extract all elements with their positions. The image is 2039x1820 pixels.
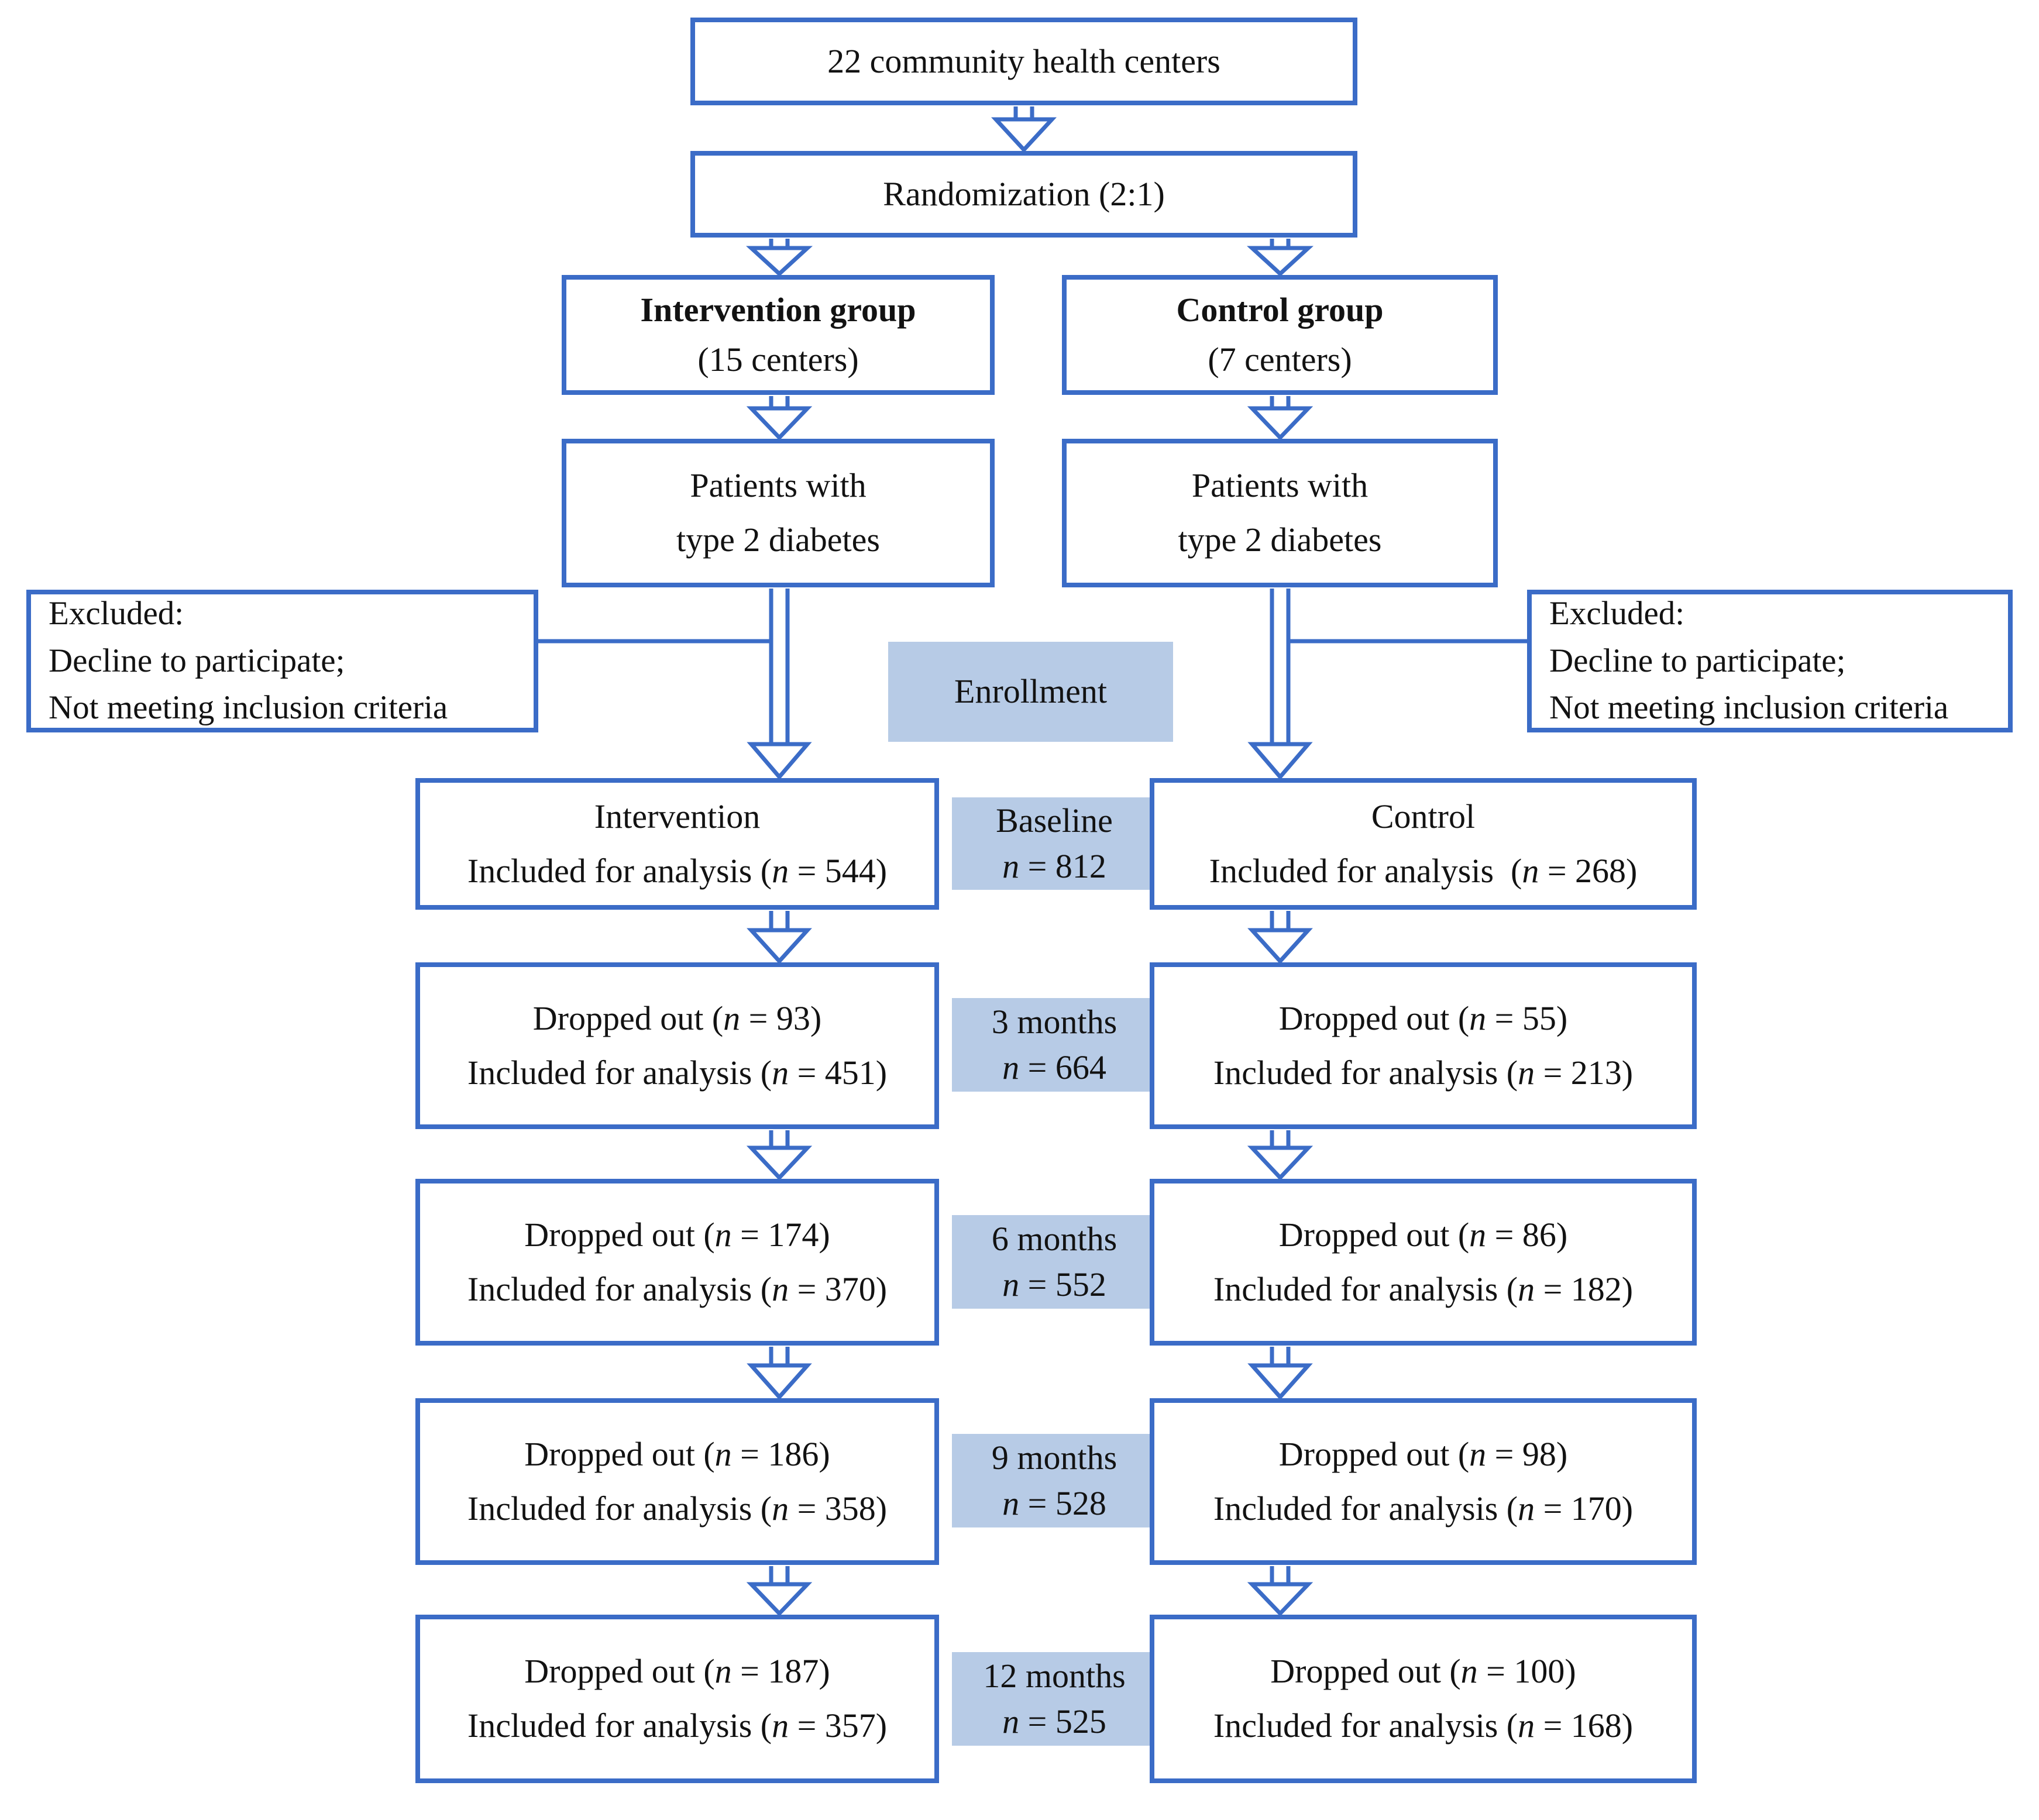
label-3-months: 3 months n = 664	[952, 998, 1157, 1092]
arrow-control-6-to-9-months	[1247, 1347, 1313, 1401]
arrow-control-baseline-to-3-months	[1247, 911, 1313, 965]
label-enrollment: Enrollment	[888, 642, 1173, 742]
box-intervention-6-months: Dropped out (n = 174) Included for analy…	[415, 1179, 939, 1346]
box-22-community-health-centers: 22 community health centers	[690, 18, 1357, 105]
box-text: Patients with	[690, 466, 867, 505]
group-title: Control group	[1176, 291, 1384, 329]
stage-total: n = 664	[1002, 1048, 1106, 1086]
label-text: Enrollment	[954, 672, 1107, 711]
box-control-baseline: Control Included for analysis (n = 268)	[1150, 778, 1697, 910]
excluded-line: Not meeting inclusion criteria	[49, 689, 448, 727]
box-intervention-12-months: Dropped out (n = 187) Included for analy…	[415, 1615, 939, 1783]
excluded-line: Excluded:	[49, 594, 184, 632]
box-text: Intervention	[594, 797, 761, 835]
box-text: Dropped out (n = 186)	[524, 1434, 830, 1473]
box-text: type 2 diabetes	[1178, 521, 1382, 559]
excluded-line: Not meeting inclusion criteria	[1549, 689, 1949, 727]
box-intervention-patients: Patients with type 2 diabetes	[562, 439, 995, 587]
excluded-line: Decline to participate;	[49, 642, 345, 679]
stage-name: 12 months	[983, 1656, 1126, 1695]
box-text: Dropped out (n = 100)	[1270, 1652, 1576, 1691]
box-text: Dropped out (n = 93)	[532, 999, 822, 1037]
box-control-12-months: Dropped out (n = 100) Included for analy…	[1150, 1615, 1697, 1783]
box-text: Included for analysis (n = 358)	[467, 1489, 888, 1527]
box-text: Included for analysis (n = 451)	[467, 1053, 888, 1092]
arrow-control-group-to-patients	[1247, 396, 1314, 441]
label-9-months: 9 months n = 528	[952, 1434, 1157, 1527]
arrow-intervention-6-to-9-months	[747, 1347, 812, 1401]
box-excluded-right: Excluded: Decline to participate; Not me…	[1527, 590, 2013, 732]
stage-name: 9 months	[991, 1438, 1118, 1477]
box-intervention-baseline: Intervention Included for analysis (n = …	[415, 778, 939, 910]
arrow-randomization-to-control-group	[1247, 239, 1314, 277]
box-text: Randomization (2:1)	[883, 174, 1165, 213]
stage-total: n = 525	[1002, 1702, 1106, 1740]
box-text: Included for analysis (n = 370)	[467, 1269, 888, 1308]
arrow-control-patients-to-baseline	[1247, 589, 1313, 780]
group-centers: (7 centers)	[1208, 340, 1352, 379]
stage-name: 3 months	[991, 1002, 1118, 1041]
box-text: Dropped out (n = 55)	[1278, 999, 1568, 1037]
box-text: Patients with	[1191, 466, 1368, 505]
box-text: Included for analysis (n = 213)	[1213, 1053, 1634, 1092]
arrow-top-to-randomization	[991, 106, 1057, 153]
box-text: Dropped out (n = 174)	[524, 1215, 830, 1254]
box-text: Included for analysis (n = 168)	[1213, 1707, 1634, 1745]
stage-name: Baseline	[996, 801, 1113, 840]
box-randomization: Randomization (2:1)	[690, 151, 1357, 238]
box-text: Included for analysis (n = 544)	[467, 851, 888, 890]
box-control-9-months: Dropped out (n = 98) Included for analys…	[1150, 1398, 1697, 1565]
arrow-intervention-3-to-6-months	[746, 1130, 813, 1181]
box-excluded-left: Excluded: Decline to participate; Not me…	[26, 590, 538, 732]
box-control-group: Control group (7 centers)	[1062, 275, 1498, 395]
box-text: Dropped out (n = 187)	[524, 1652, 830, 1691]
box-text: Included for analysis (n = 357)	[467, 1707, 888, 1745]
arrow-intervention-baseline-to-3-months	[747, 911, 812, 965]
arrow-control-3-to-6-months	[1247, 1130, 1314, 1181]
group-title: Intervention group	[640, 291, 916, 329]
box-text: Dropped out (n = 86)	[1278, 1215, 1568, 1254]
box-text: Included for analysis (n = 182)	[1213, 1269, 1634, 1308]
box-control-3-months: Dropped out (n = 55) Included for analys…	[1150, 962, 1697, 1129]
arrow-intervention-9-to-12-months	[746, 1566, 813, 1617]
stage-name: 6 months	[991, 1219, 1118, 1258]
label-6-months: 6 months n = 552	[952, 1215, 1157, 1309]
box-intervention-3-months: Dropped out (n = 93) Included for analys…	[415, 962, 939, 1129]
excluded-line: Decline to participate;	[1549, 642, 1846, 679]
box-control-6-months: Dropped out (n = 86) Included for analys…	[1150, 1179, 1697, 1346]
arrow-intervention-patients-to-baseline	[747, 589, 812, 780]
label-baseline: Baseline n = 812	[952, 797, 1157, 890]
stage-total: n = 528	[1002, 1484, 1106, 1522]
box-text: Included for analysis (n = 170)	[1213, 1489, 1634, 1527]
box-text: Control	[1371, 797, 1476, 835]
excluded-line: Excluded:	[1549, 594, 1685, 632]
label-12-months: 12 months n = 525	[952, 1652, 1157, 1746]
arrow-randomization-to-intervention-group	[746, 239, 813, 277]
stage-total: n = 552	[1002, 1265, 1106, 1303]
box-control-patients: Patients with type 2 diabetes	[1062, 439, 1498, 587]
arrow-intervention-group-to-patients	[746, 396, 813, 441]
box-text: 22 community health centers	[827, 42, 1220, 80]
box-intervention-9-months: Dropped out (n = 186) Included for analy…	[415, 1398, 939, 1565]
stage-total: n = 812	[1002, 847, 1106, 885]
arrow-control-9-to-12-months	[1247, 1566, 1314, 1617]
group-centers: (15 centers)	[697, 340, 859, 379]
box-text: type 2 diabetes	[676, 521, 880, 559]
box-intervention-group: Intervention group (15 centers)	[562, 275, 995, 395]
box-text: Dropped out (n = 98)	[1278, 1434, 1568, 1473]
box-text: Included for analysis (n = 268)	[1209, 851, 1638, 890]
